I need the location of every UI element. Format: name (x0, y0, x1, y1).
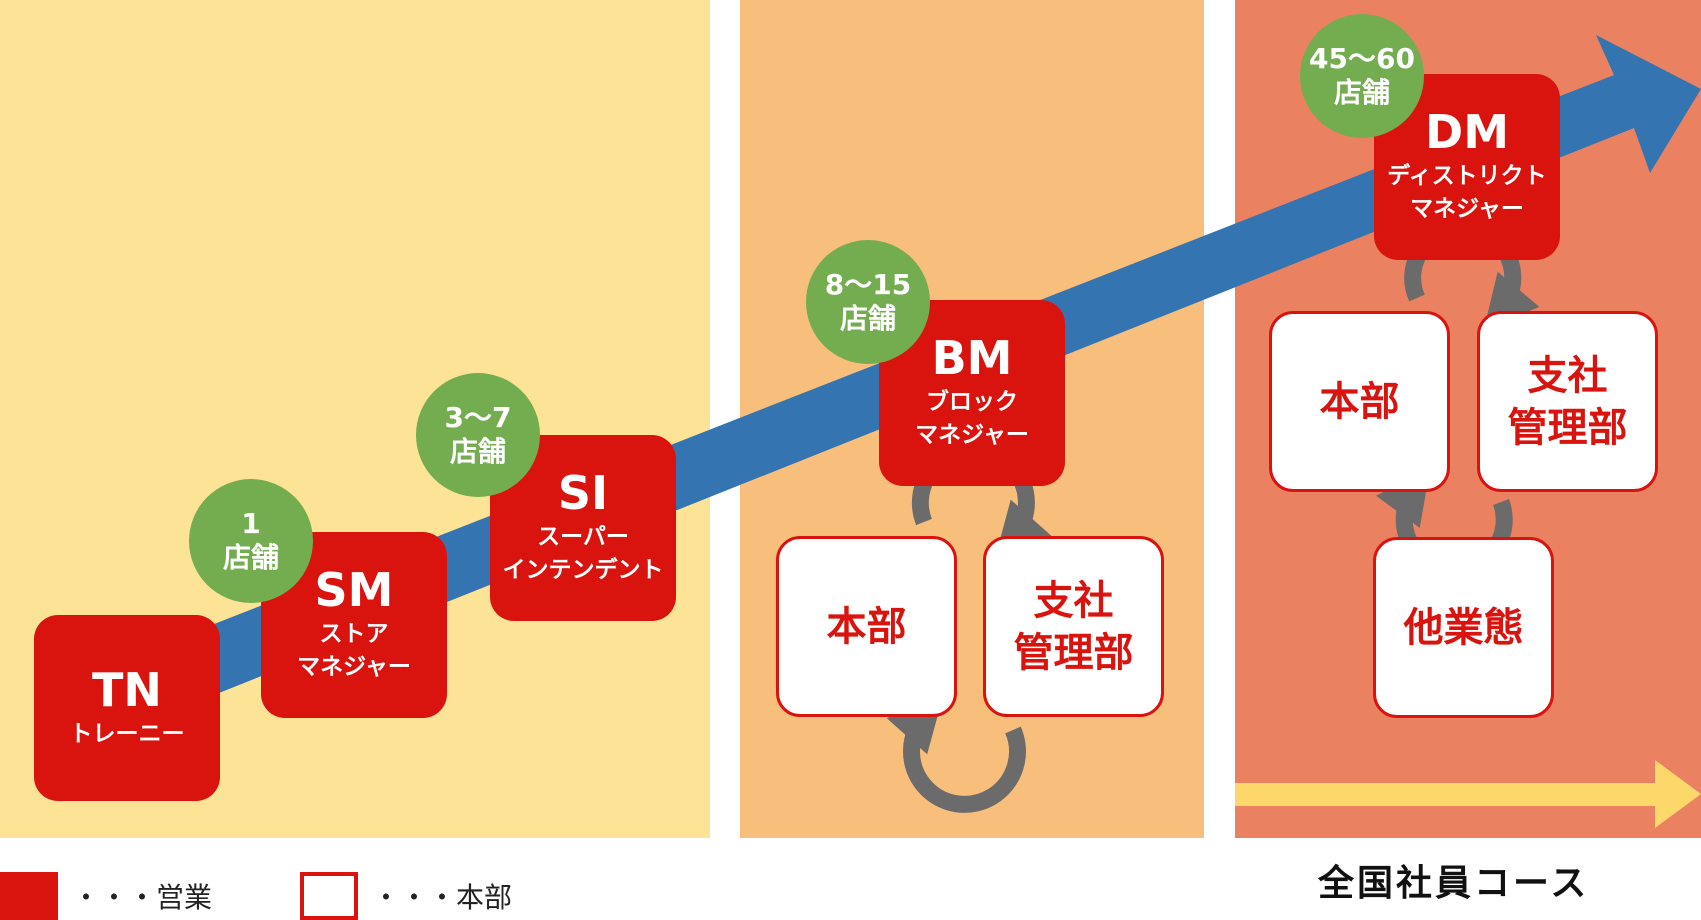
badge-bm-unit: 店舗 (839, 302, 896, 335)
rotation-arrow-bm-bottom (886, 695, 1026, 813)
stage-dm-role: ディストリクト マネジャー (1387, 163, 1547, 223)
stage-tn: TN トレーニー (34, 615, 220, 801)
legend-sales: ・・・営業 (0, 872, 212, 920)
stage-bm: BM ブロック マネジャー (879, 300, 1065, 486)
stage-sm-code: SM (314, 563, 394, 618)
hq-box-bm-honbu: 本部 (776, 536, 957, 717)
badge-si-stores: 3〜7 店舗 (416, 373, 540, 497)
legend-hq-swatch (300, 872, 358, 920)
hq-box-dm-honbu: 本部 (1269, 311, 1450, 492)
stage-sm-role: ストア マネジャー (297, 621, 411, 681)
badge-si-unit: 店舗 (449, 435, 506, 468)
stage-dm-code: DM (1425, 105, 1509, 160)
legend-hq-label: ・・・本部 (372, 881, 513, 914)
badge-sm-count: 1 (241, 507, 261, 541)
badge-dm-stores: 45〜60 店舗 (1300, 14, 1424, 138)
hq-box-bm-shisha: 支社 管理部 (983, 536, 1164, 717)
legend-sales-swatch (0, 872, 58, 920)
course-arrow (1235, 760, 1701, 828)
course-label: 全国社員コース (1318, 863, 1590, 904)
hq-box-dm-tagyotai: 他業態 (1373, 537, 1554, 718)
badge-bm-stores: 8〜15 店舗 (806, 240, 930, 364)
hq-box-dm-shisha: 支社 管理部 (1477, 311, 1658, 492)
stage-tn-role: トレーニー (69, 720, 185, 747)
badge-sm-stores: 1 店舗 (189, 479, 313, 603)
badge-si-count: 3〜7 (444, 401, 512, 435)
stage-bm-code: BM (931, 331, 1013, 386)
stage-tn-code: TN (92, 662, 162, 717)
badge-dm-count: 45〜60 (1309, 42, 1415, 76)
legend-hq: ・・・本部 (300, 872, 512, 920)
badge-bm-count: 8〜15 (824, 268, 912, 302)
badge-sm-unit: 店舗 (222, 541, 279, 574)
stage-si-code: SI (557, 466, 609, 521)
badge-dm-unit: 店舗 (1333, 76, 1390, 109)
legend-sales-label: ・・・営業 (72, 881, 213, 914)
stage-bm-role: ブロック マネジャー (915, 389, 1029, 449)
stage-si-role: スーパー インテンデント (502, 524, 664, 584)
